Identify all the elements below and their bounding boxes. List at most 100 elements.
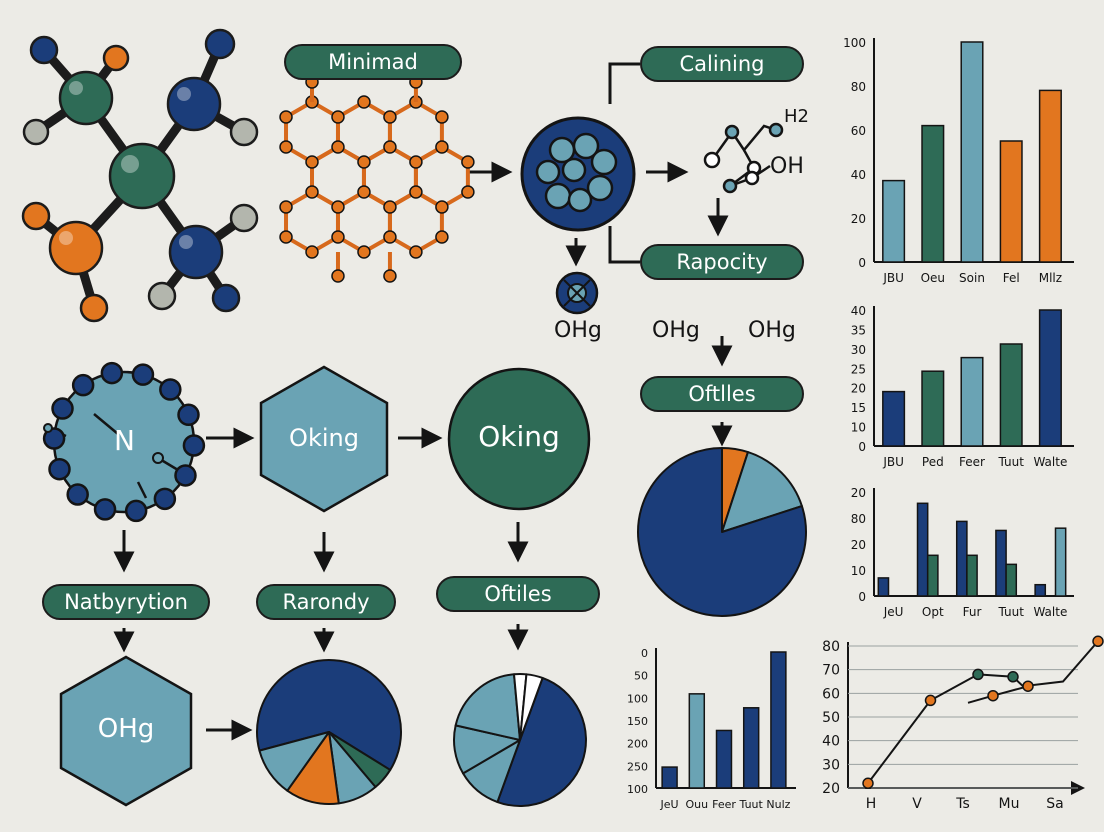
hexagon-top-label: Oking (289, 424, 359, 452)
x-tick-label: Tuut (997, 605, 1024, 619)
y-tick-label: 20 (851, 538, 866, 552)
y-tick-label: 30 (851, 343, 866, 357)
bar (742, 707, 760, 789)
formula-h2: H2 (784, 106, 809, 127)
y-tick-label: 0 (858, 256, 866, 270)
hexagon-bottom (59, 655, 193, 807)
x-tick-label: Fur (963, 605, 982, 619)
y-tick-label: 100 (627, 692, 648, 705)
pie-slice (637, 447, 807, 617)
y-tick-label: 10 (851, 564, 866, 578)
bar (1005, 563, 1018, 597)
x-tick-label: Feer (959, 455, 985, 469)
atom (21, 201, 51, 231)
bar (715, 729, 733, 789)
x-tick-label: Feer (712, 798, 736, 811)
label-oftiles: Oftiles (436, 576, 600, 612)
bar (921, 370, 945, 447)
x-tick-label: Ouu (685, 798, 708, 811)
line-to-rapocity (608, 226, 640, 264)
atom (229, 203, 259, 233)
y-tick-label: 50 (634, 670, 648, 683)
data-point (862, 777, 874, 790)
bar (877, 577, 890, 597)
x-tick-label: Opt (922, 605, 944, 619)
circle-node-label: Oking (478, 420, 560, 453)
label-rarondy: Rarondy (256, 584, 396, 620)
y-tick-label: 80 (851, 512, 866, 526)
pie-slice (519, 673, 544, 741)
x-tick-label: JeU (660, 798, 679, 811)
label-minimad: Minimad (284, 44, 462, 80)
atom (204, 28, 236, 60)
bar (966, 554, 978, 597)
x-tick-label: Sa (1046, 796, 1063, 812)
y-tick-label: 70 (822, 663, 840, 679)
x-tick-label: Tuut (997, 455, 1024, 469)
data-point (972, 668, 984, 681)
atom (58, 70, 114, 126)
bar (882, 390, 906, 447)
atom (166, 76, 222, 132)
series-line (867, 640, 1099, 784)
atom (108, 142, 176, 210)
y-tick-label: 50 (822, 710, 840, 726)
cell-cluster (520, 116, 636, 232)
formula-ohg-right: OHg (748, 318, 796, 343)
y-tick-label: 35 (851, 323, 866, 337)
bar (960, 41, 984, 263)
y-tick-label: 40 (851, 304, 866, 318)
line-to-calining (608, 62, 640, 104)
atom (22, 118, 50, 146)
label-rapocity: Rapocity (640, 244, 804, 280)
label-oftlles: Oftlles (640, 376, 804, 412)
atom (102, 44, 130, 72)
bar (999, 343, 1023, 447)
cluster-label: N (114, 424, 135, 457)
data-point (1092, 635, 1104, 648)
pie-chart-oftlles (637, 447, 807, 617)
data-point (1022, 680, 1034, 692)
atom (29, 35, 59, 65)
x-tick-label: Ts (955, 796, 970, 812)
y-tick-label: 100 (627, 783, 648, 796)
x-tick-label: Mu (999, 796, 1020, 812)
bar (882, 179, 906, 263)
y-tick-label: 0 (858, 590, 866, 604)
y-tick-label: 20 (822, 781, 840, 797)
x-tick-label: JeU (883, 605, 904, 619)
x-tick-label: V (912, 796, 922, 812)
y-tick-label: 150 (627, 715, 648, 728)
x-tick-label: Walte (1033, 605, 1067, 619)
formula-oh: OH (770, 154, 804, 179)
y-tick-label: 20 (851, 486, 866, 500)
atom (79, 293, 109, 323)
bar (661, 766, 678, 789)
x-tick-label: Fel (1003, 271, 1020, 285)
honeycomb-lattice (279, 75, 475, 283)
bar (1038, 309, 1062, 447)
pie-chart-rarondy (256, 659, 402, 805)
y-tick-label: 0 (641, 647, 648, 660)
y-tick-label: 20 (851, 382, 866, 396)
chain-molecule (703, 122, 784, 194)
bar (916, 502, 929, 597)
y-tick-label: 10 (851, 421, 866, 435)
x-tick-label: JBU (882, 271, 904, 285)
formula-ohg-left: OHg (554, 318, 602, 343)
label-calining: Calining (640, 46, 804, 82)
y-tick-label: 25 (851, 362, 866, 376)
atom (147, 281, 177, 311)
y-tick-label: 80 (851, 80, 866, 94)
pie-slice (256, 659, 402, 771)
y-tick-label: 100 (843, 36, 866, 50)
y-tick-label: 40 (851, 168, 866, 182)
bar (770, 651, 787, 789)
y-tick-label: 40 (822, 734, 840, 750)
bar (1054, 527, 1067, 597)
